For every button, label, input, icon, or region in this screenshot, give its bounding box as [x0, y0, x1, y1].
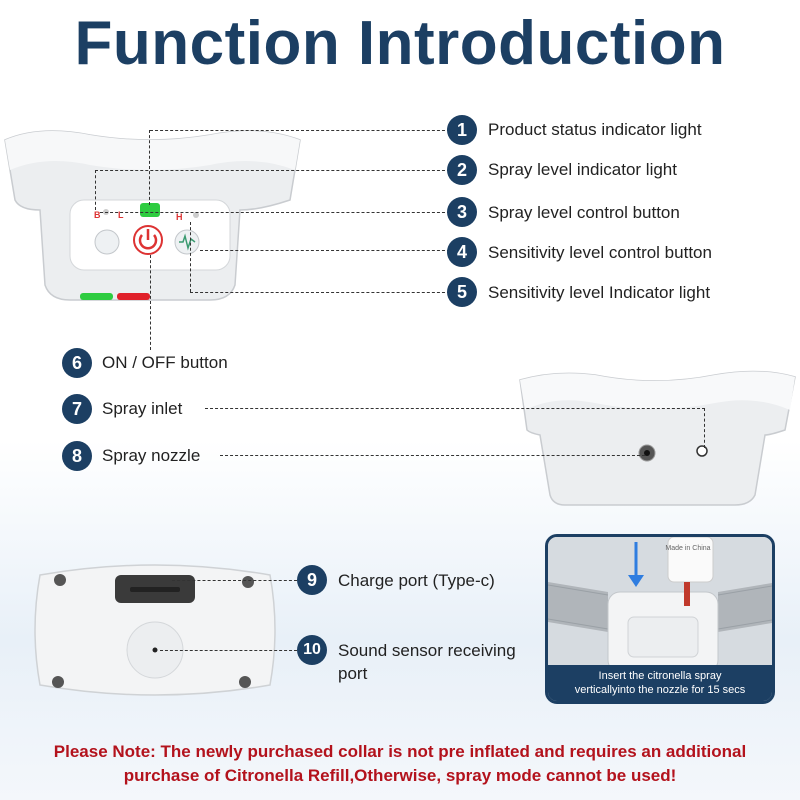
- callout-line-9: [172, 580, 297, 581]
- badge-2: 2: [447, 155, 477, 185]
- badge-4: 4: [447, 237, 477, 267]
- badge-3: 3: [447, 197, 477, 227]
- callout-line-4: [200, 250, 450, 251]
- callout-line-7: [205, 408, 705, 409]
- photo-caption: Insert the citronella spray verticallyin…: [548, 665, 772, 701]
- label-spray-level-button: Spray level control button: [488, 203, 680, 222]
- photo-caption-line1: Insert the citronella spray: [598, 670, 722, 682]
- badge-7: 7: [62, 394, 92, 424]
- label-sensitivity-button: Sensitivity level control button: [488, 243, 712, 262]
- badge-8: 8: [62, 441, 92, 471]
- callout-line-6: [150, 255, 151, 350]
- callout-line-5: [190, 292, 450, 293]
- page-title: Function Introduction: [74, 9, 726, 78]
- label-sensitivity-light: Sensitivity level Indicator light: [488, 283, 711, 302]
- callout-line-10: [160, 650, 297, 651]
- label-sound-sensor-line2: port: [338, 664, 368, 683]
- callout-line-7-drop: [704, 408, 705, 448]
- note-line1: Please Note: The newly purchased collar …: [53, 742, 747, 761]
- callout-line-8: [220, 455, 645, 456]
- badge-6: 6: [62, 348, 92, 378]
- callout-line-1-drop: [149, 130, 150, 205]
- level-label-h: H: [176, 212, 183, 222]
- badge-9: 9: [297, 565, 327, 595]
- battery-label-b: B: [94, 210, 101, 220]
- badge-10: 10: [297, 635, 327, 665]
- label-spray-nozzle: Spray nozzle: [102, 446, 201, 465]
- refill-illustration: [548, 537, 772, 677]
- label-on-off-button: ON / OFF button: [102, 353, 228, 372]
- note-line2: purchase of Citronella Refill,Otherwise,…: [123, 766, 677, 785]
- purchase-note: Please Note: The newly purchased collar …: [0, 740, 800, 788]
- label-spray-inlet: Spray inlet: [102, 399, 183, 418]
- collar-back-device: [34, 564, 276, 696]
- label-charge-port: Charge port (Type-c): [338, 571, 495, 590]
- callout-line-3: [100, 212, 450, 213]
- level-label-l: L: [118, 210, 124, 220]
- bottle-label-text: Made in China: [665, 545, 711, 552]
- refill-instruction-photo: Made in China Insert the citronella spra…: [545, 534, 775, 704]
- photo-caption-line2: verticallyinto the nozzle for 15 secs: [574, 684, 746, 696]
- label-product-status-light: Product status indicator light: [488, 120, 702, 139]
- badge-1: 1: [447, 115, 477, 145]
- callout-line-5-drop: [190, 222, 191, 292]
- collar-side-device: [519, 370, 796, 506]
- callout-line-2: [95, 170, 450, 171]
- collar-front-device: [4, 130, 301, 301]
- callout-line-2-drop: [95, 170, 96, 210]
- badge-5: 5: [447, 277, 477, 307]
- label-sound-sensor-line1: Sound sensor receiving: [338, 641, 516, 660]
- label-spray-level-light: Spray level indicator light: [488, 160, 677, 179]
- callout-line-1: [150, 130, 450, 131]
